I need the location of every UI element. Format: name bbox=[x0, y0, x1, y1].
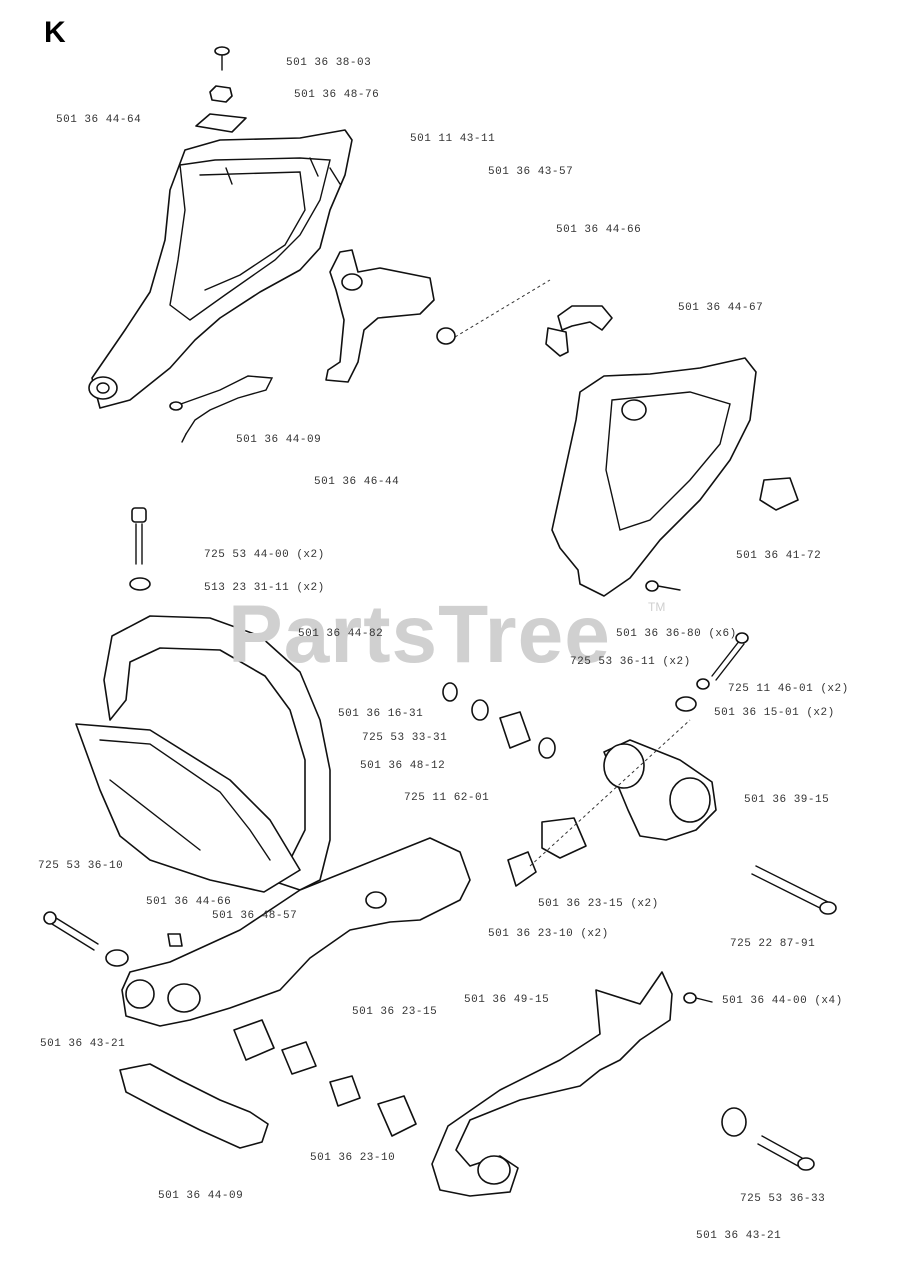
front-handle bbox=[75, 615, 331, 893]
top-screw bbox=[195, 46, 247, 133]
long-bolt bbox=[751, 865, 837, 915]
part-label[interactable]: 501 36 43-21 bbox=[696, 1230, 782, 1242]
watermark: PartsTree bbox=[228, 589, 611, 680]
part-label[interactable]: 501 36 16-31 bbox=[338, 708, 424, 720]
lever-bracket bbox=[325, 249, 435, 383]
part-label[interactable]: 725 53 44-00 (x2) bbox=[204, 549, 325, 561]
part-label[interactable]: 501 36 48-57 bbox=[212, 910, 298, 922]
lower-left-bolt bbox=[43, 911, 183, 967]
part-label[interactable]: 501 36 49-15 bbox=[464, 994, 550, 1006]
part-label[interactable]: 501 36 44-82 bbox=[298, 628, 384, 640]
part-label[interactable]: 501 36 48-76 bbox=[294, 89, 380, 101]
side-plate bbox=[551, 357, 799, 597]
part-label[interactable]: 725 53 36-33 bbox=[740, 1193, 826, 1205]
part-label[interactable]: 725 53 33-31 bbox=[362, 732, 448, 744]
part-label[interactable]: 501 36 23-10 bbox=[310, 1152, 396, 1164]
watermark-tm: TM bbox=[648, 600, 666, 614]
part-label[interactable]: 725 53 36-11 (x2) bbox=[570, 656, 691, 668]
right-screw bbox=[675, 632, 749, 712]
part-label[interactable]: 501 11 43-11 bbox=[410, 133, 496, 145]
part-label[interactable]: 501 36 44-64 bbox=[56, 114, 142, 126]
part-label[interactable]: 501 36 46-44 bbox=[314, 476, 400, 488]
part-label[interactable]: 513 23 31-11 (x2) bbox=[204, 582, 325, 594]
rubber-buffer-1 bbox=[507, 817, 587, 887]
part-label[interactable]: 501 36 44-67 bbox=[678, 302, 764, 314]
part-label[interactable]: 501 36 38-03 bbox=[286, 57, 372, 69]
part-label[interactable]: 501 36 23-10 (x2) bbox=[488, 928, 609, 940]
rear-handle-frame bbox=[88, 129, 353, 409]
plate-screw bbox=[645, 580, 681, 592]
part-label[interactable]: 725 11 46-01 (x2) bbox=[728, 683, 849, 695]
part-label[interactable]: 501 36 39-15 bbox=[744, 794, 830, 806]
part-label[interactable]: 501 36 48-12 bbox=[360, 760, 446, 772]
bottom-right-bolt bbox=[721, 1107, 815, 1171]
part-label[interactable]: 501 36 43-21 bbox=[40, 1038, 126, 1050]
part-label[interactable]: 725 22 87-91 bbox=[730, 938, 816, 950]
part-label[interactable]: 501 36 44-66 bbox=[146, 896, 232, 908]
bushing-stack bbox=[442, 682, 556, 759]
part-label[interactable]: 501 36 44-66 bbox=[556, 224, 642, 236]
small-clip bbox=[436, 327, 456, 345]
section-letter: K bbox=[44, 16, 66, 49]
hook-part bbox=[545, 305, 613, 357]
part-label[interactable]: 501 36 43-57 bbox=[488, 166, 574, 178]
part-label[interactable]: 501 36 23-15 (x2) bbox=[538, 898, 659, 910]
part-label[interactable]: 725 11 62-01 bbox=[404, 792, 490, 804]
small-bolt-right bbox=[683, 992, 713, 1004]
throttle-wire bbox=[169, 375, 274, 443]
part-label[interactable]: 501 36 15-01 (x2) bbox=[714, 707, 835, 719]
left-screw-washer bbox=[129, 507, 151, 591]
av-mount bbox=[603, 739, 717, 841]
part-label[interactable]: 501 36 41-72 bbox=[736, 550, 822, 562]
axis-line-1 bbox=[529, 719, 691, 867]
part-label[interactable]: 725 53 36-10 bbox=[38, 860, 124, 872]
spring-line bbox=[449, 279, 551, 341]
part-label[interactable]: 501 36 23-15 bbox=[352, 1006, 438, 1018]
part-label[interactable]: 501 36 44-00 (x4) bbox=[722, 995, 843, 1007]
part-label[interactable]: 501 36 44-09 bbox=[236, 434, 322, 446]
lower-buffers bbox=[233, 1019, 417, 1137]
part-label[interactable]: 501 36 44-09 bbox=[158, 1190, 244, 1202]
lower-right-bracket bbox=[431, 971, 673, 1197]
part-label[interactable]: 501 36 36-80 (x6) bbox=[616, 628, 737, 640]
lower-bracket-arm bbox=[121, 837, 471, 1027]
bottom-plate bbox=[119, 1063, 269, 1149]
